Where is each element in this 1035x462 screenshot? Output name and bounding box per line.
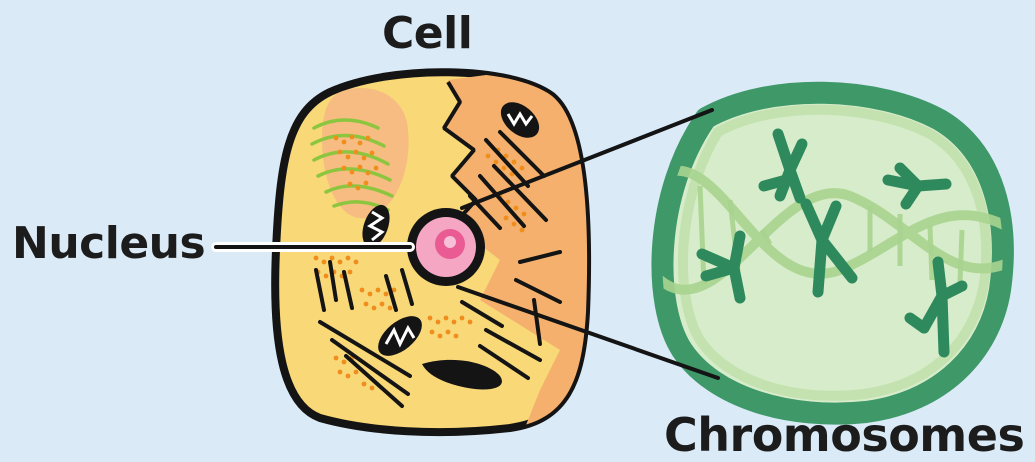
chromosome — [764, 180, 786, 186]
chromosome-magnifier — [660, 93, 1010, 414]
cell-label: Cell — [382, 8, 472, 59]
nucleus-label: Nucleus — [12, 218, 205, 269]
nucleus — [407, 208, 485, 286]
chromosomes-label: Chromosomes — [664, 408, 1024, 462]
